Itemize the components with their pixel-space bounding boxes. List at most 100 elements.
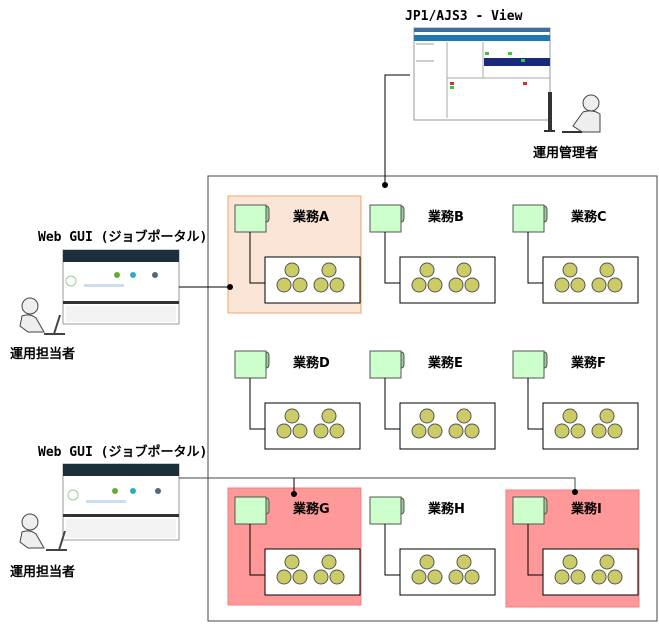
job-label: 業務D — [292, 355, 330, 371]
job-circles — [448, 408, 480, 439]
jobnet-icon[interactable] — [512, 496, 548, 525]
job-circle — [284, 554, 300, 570]
job-circles — [313, 554, 345, 585]
job-circle — [607, 423, 623, 439]
job-circle — [419, 408, 435, 424]
web-gui-connection-2 — [179, 477, 576, 492]
jobnet-icon[interactable] — [234, 350, 270, 379]
job-circles — [411, 554, 443, 585]
job-group-9[interactable]: 業務I — [505, 489, 640, 608]
job-circle — [570, 423, 586, 439]
job-circles — [591, 554, 623, 585]
system-frame — [207, 175, 658, 622]
job-circle — [554, 569, 570, 585]
jobnet-link — [249, 232, 265, 284]
job-circle — [456, 262, 472, 278]
job-circle — [599, 408, 615, 424]
job-circle — [570, 569, 586, 585]
job-circle — [448, 277, 464, 293]
job-group-7[interactable]: 業務G — [227, 487, 362, 606]
job-circles — [313, 262, 345, 293]
job-circles — [313, 408, 345, 439]
job-label: 業務H — [427, 501, 465, 517]
jobnet-icon[interactable] — [369, 350, 405, 379]
job-circle — [562, 408, 578, 424]
operator-person-icon-1 — [19, 297, 65, 335]
job-label: 業務B — [427, 209, 464, 225]
job-circle — [448, 569, 464, 585]
job-circle — [570, 277, 586, 293]
jobnet-link — [384, 232, 400, 284]
job-circle — [419, 262, 435, 278]
jobnet-link — [384, 524, 400, 576]
job-circle — [329, 569, 345, 585]
job-label: 業務A — [292, 209, 329, 225]
job-circle — [411, 423, 427, 439]
job-circle — [591, 569, 607, 585]
job-group-5[interactable]: 業務E — [369, 350, 496, 450]
job-circles — [591, 408, 623, 439]
jobnet-link — [527, 524, 543, 576]
job-circle — [321, 408, 337, 424]
jobnet-icon[interactable] — [512, 350, 548, 379]
job-group-8[interactable]: 業務H — [369, 496, 496, 596]
job-label: 業務I — [570, 501, 602, 517]
job-circle — [599, 262, 615, 278]
jobnet-icon[interactable] — [234, 204, 270, 233]
job-circle — [456, 554, 472, 570]
job-circle — [562, 262, 578, 278]
job-circle — [284, 408, 300, 424]
jobnet-link — [527, 232, 543, 284]
web-gui-title-2: Web GUI (ジョブポータル) — [38, 444, 207, 460]
job-circle — [464, 277, 480, 293]
jobnet-icon[interactable] — [512, 204, 548, 233]
jobnet-icon[interactable] — [369, 204, 405, 233]
job-circles — [448, 262, 480, 293]
job-group-1[interactable]: 業務A — [227, 195, 362, 314]
job-circle — [456, 408, 472, 424]
connection-dot — [382, 182, 388, 188]
job-group-6[interactable]: 業務F — [512, 350, 639, 450]
job-circle — [427, 569, 443, 585]
jobnet-link — [249, 524, 265, 576]
connection-dot — [572, 489, 578, 495]
job-circle — [562, 554, 578, 570]
job-label: 業務C — [570, 209, 607, 225]
connection-dot — [227, 284, 233, 290]
job-label: 業務F — [570, 355, 606, 371]
admin-person-icon — [544, 92, 601, 133]
job-circle — [464, 569, 480, 585]
job-group-4[interactable]: 業務D — [234, 350, 361, 450]
job-group-2[interactable]: 業務B — [369, 204, 496, 304]
jobnet-icon[interactable] — [369, 496, 405, 525]
job-circles — [276, 262, 308, 293]
job-group-3[interactable]: 業務C — [512, 204, 639, 304]
admin-role-label: 運用管理者 — [533, 145, 598, 161]
job-circles — [554, 408, 586, 439]
jobnet-icon[interactable] — [234, 496, 270, 525]
view-connection — [384, 74, 410, 185]
job-circles — [411, 408, 443, 439]
job-circle — [591, 423, 607, 439]
connection-dot — [291, 491, 297, 497]
job-circle — [292, 423, 308, 439]
job-circle — [292, 569, 308, 585]
job-circle — [329, 277, 345, 293]
job-circle — [313, 277, 329, 293]
job-circle — [292, 277, 308, 293]
operator-role-label-1: 運用担当者 — [10, 346, 75, 362]
job-circles — [554, 554, 586, 585]
job-circle — [464, 423, 480, 439]
job-circle — [321, 262, 337, 278]
jobnet-link — [527, 378, 543, 430]
job-circle — [313, 569, 329, 585]
job-circle — [411, 277, 427, 293]
job-circle — [321, 554, 337, 570]
job-circle — [411, 569, 427, 585]
job-circle — [329, 423, 345, 439]
job-circle — [607, 569, 623, 585]
job-circles — [411, 262, 443, 293]
job-circles — [276, 408, 308, 439]
web-gui-screenshot-2 — [62, 463, 180, 541]
job-circle — [427, 277, 443, 293]
